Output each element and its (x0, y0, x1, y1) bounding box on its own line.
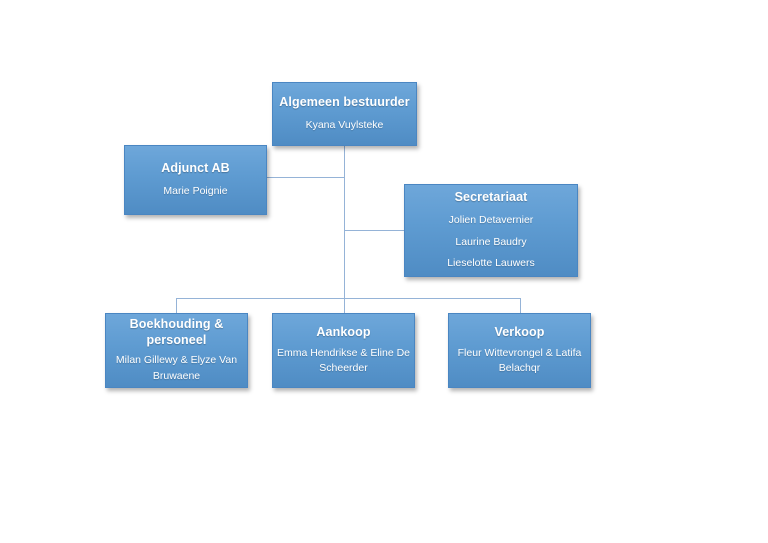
node-people-adjunct-ab: Marie Poignie (163, 184, 227, 199)
connector-ceo-to-secretariat (344, 230, 405, 231)
node-people-verkoop: Fleur Wittevrongel & Latifa Belachqr (452, 346, 587, 376)
node-title-algemeen-bestuurder: Algemeen bestuurder (279, 95, 410, 110)
person-name: Emma Hendrikse & Eline De Scheerder (276, 346, 411, 374)
connector-ceo-to-deputy (266, 177, 345, 178)
node-verkoop[interactable]: Verkoop Fleur Wittevrongel & Latifa Bela… (448, 313, 591, 388)
node-algemeen-bestuurder[interactable]: Algemeen bestuurder Kyana Vuylsteke (272, 82, 417, 146)
node-title-adjunct-ab: Adjunct AB (161, 161, 230, 176)
node-people-aankoop: Emma Hendrikse & Eline De Scheerder (276, 346, 411, 376)
node-secretariaat[interactable]: Secretariaat Jolien Detavernier Laurine … (404, 184, 578, 277)
node-title-aankoop: Aankoop (316, 324, 371, 339)
connector-drop-purchasing (344, 298, 345, 314)
person-name: Marie Poignie (163, 184, 228, 197)
person-name: Kyana Vuylsteke (305, 118, 384, 131)
node-boekhouding-personeel[interactable]: Boekhouding & personeel Milan Gillewy & … (105, 313, 248, 388)
node-people-algemeen-bestuurder: Kyana Vuylsteke (306, 118, 384, 133)
node-title-boekhouding-personeel: Boekhouding & personeel (129, 317, 224, 347)
node-aankoop[interactable]: Aankoop Emma Hendrikse & Eline De Scheer… (272, 313, 415, 388)
node-people-secretariaat: Jolien Detavernier Laurine Baudry Liesel… (447, 207, 535, 271)
connector-ceo-trunk (344, 146, 345, 299)
person-name: Laurine Baudry (455, 235, 527, 248)
person-name: Milan Gillewy & Elyze Van Bruwaene (115, 354, 238, 382)
person-name: Jolien Detavernier (448, 214, 534, 227)
connector-drop-accounting (176, 298, 177, 314)
node-title-secretariaat: Secretariaat (454, 189, 528, 204)
person-name: Fleur Wittevrongel & Latifa Belachqr (457, 346, 582, 374)
connector-department-bus (176, 298, 520, 299)
connector-drop-sales (520, 298, 521, 314)
node-title-verkoop: Verkoop (494, 324, 545, 339)
person-name: Lieselotte Lauwers (447, 256, 535, 269)
node-people-boekhouding-personeel: Milan Gillewy & Elyze Van Bruwaene (109, 353, 244, 383)
node-adjunct-ab[interactable]: Adjunct AB Marie Poignie (124, 145, 267, 215)
